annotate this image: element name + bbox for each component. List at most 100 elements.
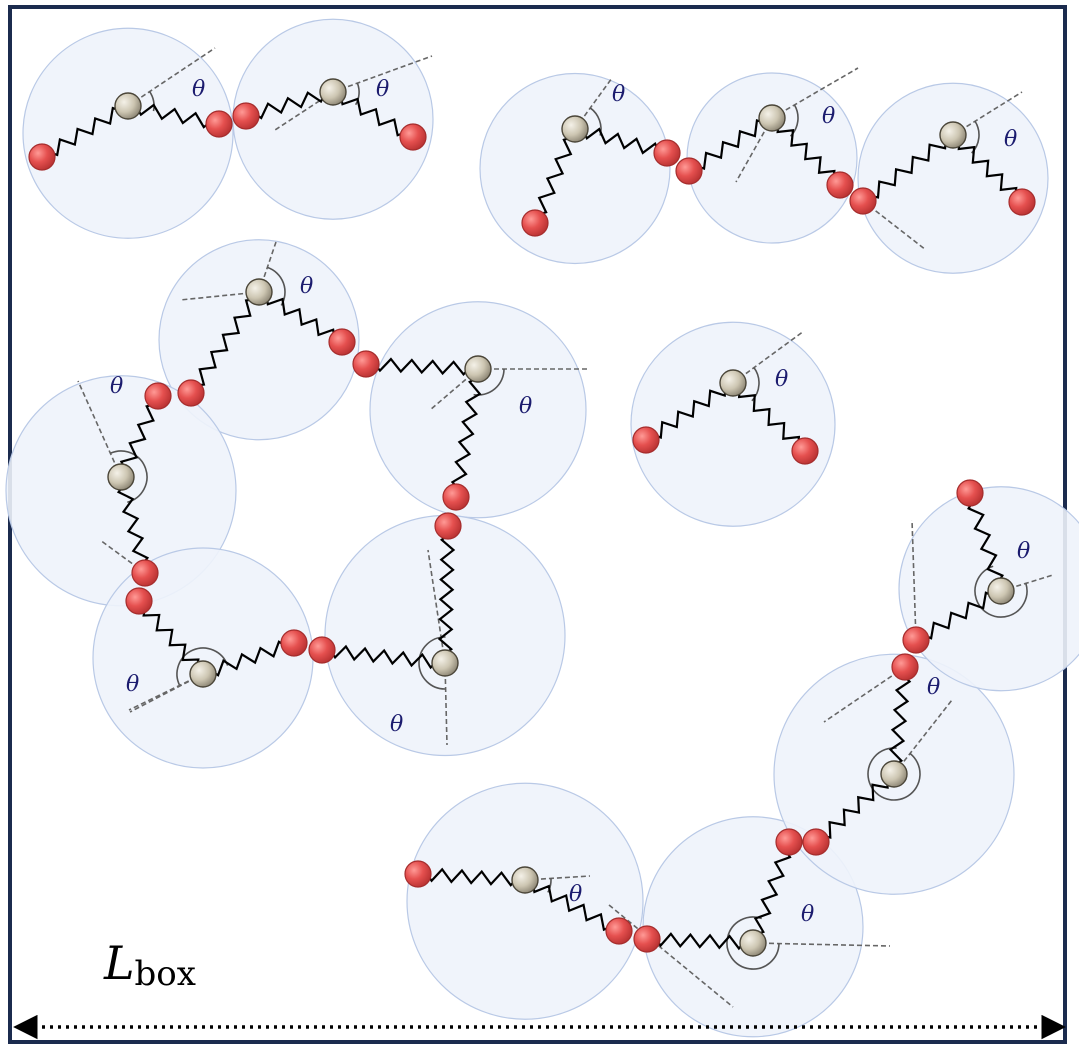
end-bead <box>232 102 260 130</box>
angle-arc <box>547 878 552 893</box>
molecule-sphere <box>857 82 1049 274</box>
spring-bond <box>190 291 260 394</box>
spring-bond <box>815 773 895 843</box>
angle-theta-label: θ <box>300 274 313 299</box>
spring-bond <box>138 600 204 675</box>
molecule-sphere <box>479 72 671 265</box>
end-bead <box>144 382 172 410</box>
angle-guide-line <box>608 904 734 1008</box>
end-bead <box>404 860 432 888</box>
spring-bond <box>646 932 754 951</box>
end-bead <box>177 379 205 407</box>
angle-guide-line <box>332 55 433 93</box>
spring-bond <box>524 879 620 932</box>
center-bead <box>431 649 459 677</box>
spring-bond <box>202 640 295 677</box>
end-bead <box>902 626 930 654</box>
spring-bond <box>688 117 773 172</box>
end-bead <box>521 209 549 237</box>
end-bead <box>633 925 661 953</box>
molecule-sphere <box>158 239 360 441</box>
end-bead <box>849 187 877 215</box>
angle-guide-line <box>771 67 859 119</box>
end-bead <box>775 828 803 856</box>
angle-guide-line <box>129 673 204 713</box>
box-length-symbol: L <box>104 936 135 990</box>
spring-bond <box>258 291 343 343</box>
angle-theta-label: θ <box>519 394 532 419</box>
angle-guide-line <box>823 666 906 723</box>
center-bead <box>719 369 747 397</box>
angle-arc <box>110 450 148 503</box>
center-bead <box>319 78 347 106</box>
angle-theta-label: θ <box>927 675 940 700</box>
center-bead <box>561 115 589 143</box>
angle-guide-line <box>77 380 122 478</box>
angle-theta-label: θ <box>1004 127 1017 152</box>
spring-bond <box>437 525 456 664</box>
end-bead <box>328 328 356 356</box>
spring-bond <box>417 867 526 887</box>
center-bead <box>189 660 217 688</box>
angle-theta-label: θ <box>801 902 814 927</box>
angle-theta-label: θ <box>376 77 389 102</box>
angle-theta-label: θ <box>126 672 139 697</box>
center-bead <box>245 278 273 306</box>
end-bead <box>131 559 159 587</box>
spring-bond <box>967 492 1004 592</box>
angle-guide-line <box>952 91 1023 136</box>
end-bead <box>28 143 56 171</box>
angle-guide-line <box>911 519 917 641</box>
spring-bond <box>771 117 841 186</box>
end-bead <box>1008 188 1036 216</box>
end-bead <box>125 587 153 615</box>
angle-theta-label: θ <box>110 374 123 399</box>
center-bead <box>464 355 492 383</box>
angle-guide-line <box>128 673 204 711</box>
end-bead <box>632 426 660 454</box>
angle-guide-line <box>862 200 927 251</box>
center-bead <box>511 866 539 894</box>
angle-arc <box>354 82 360 106</box>
spring-bond <box>888 666 912 775</box>
end-bead <box>826 171 854 199</box>
angle-theta-label: θ <box>192 77 205 102</box>
center-bead <box>107 463 135 491</box>
spring-bond <box>862 134 954 202</box>
spring-bond <box>952 134 1023 203</box>
spring-bond <box>533 128 577 224</box>
angle-theta-label: θ <box>775 367 788 392</box>
box-length-label: Lbox <box>104 940 196 991</box>
angle-guide-line <box>127 47 216 107</box>
spring-bond <box>574 127 668 155</box>
molecule-sphere <box>406 782 644 1020</box>
box-length-subscript: box <box>134 954 196 994</box>
angle-theta-label: θ <box>569 882 582 907</box>
end-bead <box>675 157 703 185</box>
spring-bond <box>645 382 734 441</box>
center-bead <box>758 104 786 132</box>
spring-bond <box>321 644 446 670</box>
angle-guide-line <box>732 330 805 384</box>
angle-arc <box>726 916 780 970</box>
center-bead <box>114 92 142 120</box>
spring-bond <box>116 476 150 574</box>
angle-arc <box>418 636 446 690</box>
angle-guide-line <box>444 662 448 746</box>
center-bead <box>987 577 1015 605</box>
spring-bond <box>41 105 129 158</box>
spring-bond <box>365 357 479 377</box>
angle-arc <box>867 747 921 801</box>
end-bead <box>280 629 308 657</box>
center-bead <box>739 929 767 957</box>
molecule-sphere <box>369 301 587 519</box>
spring-bond <box>450 368 482 498</box>
angle-arc <box>176 647 229 687</box>
angle-arc <box>974 565 1028 618</box>
angle-guide-line <box>179 291 260 301</box>
angle-guide-line <box>427 549 446 664</box>
end-bead <box>605 917 633 945</box>
end-bead <box>891 653 919 681</box>
angle-theta-label: θ <box>1017 539 1030 564</box>
